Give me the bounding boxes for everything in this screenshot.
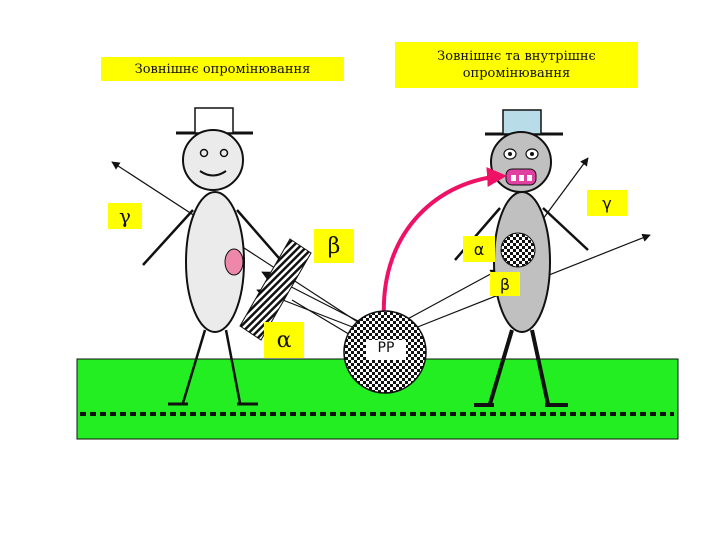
beta-symbol-left: β: [314, 229, 354, 263]
left-leg-right: [224, 329, 242, 404]
alpha-symbol-right: α: [463, 236, 495, 262]
beta-symbol-right: β: [490, 272, 520, 296]
title-external-internal-exposure: Зовнішнє та внутрішнє опромінювання: [395, 42, 638, 88]
left-leg-left: [181, 329, 207, 404]
left-mouth: [199, 170, 227, 177]
ray-alpha-blocked: [291, 299, 353, 337]
source-label: РР: [366, 340, 406, 360]
left-hat: [194, 107, 234, 134]
right-arm-right: [542, 207, 589, 251]
alpha-symbol-left: α: [264, 322, 304, 358]
right-person: [454, 109, 589, 407]
right-arm-left: [454, 207, 501, 261]
left-body: [185, 191, 245, 333]
ray-beta-right: [401, 269, 499, 323]
gamma-symbol-right: γ: [587, 190, 627, 216]
left-arm-right: [236, 209, 286, 266]
shield-plate: [239, 238, 312, 341]
left-head: [182, 129, 244, 191]
right-internal-source: [500, 232, 536, 268]
right-leg-right: [530, 329, 550, 405]
left-eye-right: [219, 148, 229, 158]
gamma-symbol-left: γ: [108, 203, 142, 229]
contamination-arrow: [381, 167, 507, 319]
left-person: [142, 107, 286, 406]
left-organ: [224, 248, 244, 276]
right-leg-left: [488, 329, 514, 405]
right-hat: [502, 109, 542, 135]
left-arm-left: [142, 209, 194, 266]
title-external-exposure: Зовнішнє опромінювання: [101, 57, 344, 81]
left-eye-left: [199, 148, 209, 158]
